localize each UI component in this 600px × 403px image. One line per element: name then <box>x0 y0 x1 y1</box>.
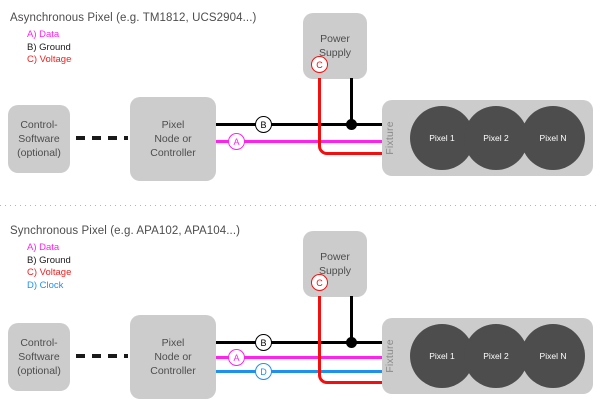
pixel-n: Pixel N <box>521 106 585 170</box>
control-software-sync-line-2: Software <box>18 351 60 363</box>
marker-data-a: A <box>228 133 245 150</box>
wire-voltage-elbow-sync <box>318 296 388 384</box>
fixture-box: Fixture Pixel 1 Pixel 2 Pixel N <box>382 100 593 176</box>
legend-item-clock-sync: D) Clock <box>27 279 64 291</box>
wire-voltage-elbow <box>318 78 388 155</box>
pixel-2: Pixel 2 <box>464 106 528 170</box>
legend-asynchronous: A) Data B) Ground C) Voltage <box>27 29 71 67</box>
section-divider <box>0 205 600 206</box>
power-supply-sync-line-2: Supply <box>318 265 352 277</box>
fixture-label: Fixture <box>383 121 396 155</box>
pixel-node-sync-line-2: Node or <box>154 351 192 363</box>
fixture-label-sync: Fixture <box>383 339 396 373</box>
marker-clock-d-sync: D <box>255 363 272 380</box>
legend-item-voltage: C) Voltage <box>27 54 72 66</box>
power-supply-line-1: Power <box>320 33 350 45</box>
ground-junction-dot <box>346 119 357 130</box>
wire-data-horizontal <box>216 140 386 143</box>
marker-voltage-c: C <box>311 56 328 73</box>
pixel-node-sync-line-1: Pixel <box>161 337 185 349</box>
section-asynchronous: Asynchronous Pixel (e.g. TM1812, UCS2904… <box>0 0 600 200</box>
pixel-node-box-sync: Pixel Node or Controller <box>130 315 216 399</box>
pixel-node-line-1: Pixel <box>161 119 185 131</box>
wire-ground-vertical <box>350 78 353 125</box>
pixel-node-box: Pixel Node or Controller <box>130 97 216 181</box>
pixel-1-sync: Pixel 1 <box>410 324 474 388</box>
wire-ground-vertical-sync <box>350 296 353 343</box>
control-software-box: Control- Software (optional) <box>8 105 70 173</box>
wire-ground-horizontal <box>216 123 386 126</box>
pixel-1: Pixel 1 <box>410 106 474 170</box>
marker-ground-b-sync: B <box>255 334 272 351</box>
pixel-node-line-2: Node or <box>154 133 192 145</box>
legend-item-ground: B) Ground <box>27 41 71 53</box>
power-supply-sync-line-1: Power <box>320 251 350 263</box>
control-software-sync-line-1: Control- <box>20 337 58 349</box>
wire-data-horizontal-sync <box>216 356 386 359</box>
legend-synchronous: A) Data B) Ground C) Voltage D) Clock <box>27 242 71 292</box>
control-software-sync-line-3: (optional) <box>17 365 61 377</box>
control-software-line-1: Control- <box>20 119 58 131</box>
pixel-2-sync: Pixel 2 <box>464 324 528 388</box>
control-to-node-dashed-link <box>76 136 128 140</box>
section-synchronous: Synchronous Pixel (e.g. APA102, APA104..… <box>0 213 600 403</box>
marker-data-a-sync: A <box>228 349 245 366</box>
control-software-line-3: (optional) <box>17 147 61 159</box>
section-title-asynchronous: Asynchronous Pixel (e.g. TM1812, UCS2904… <box>10 12 257 24</box>
legend-item-data-sync: A) Data <box>27 242 60 253</box>
control-software-box-sync: Control- Software (optional) <box>8 323 70 391</box>
legend-item-ground-sync: B) Ground <box>27 254 71 266</box>
pixel-node-sync-line-3: Controller <box>150 365 196 377</box>
section-title-synchronous: Synchronous Pixel (e.g. APA102, APA104..… <box>10 225 241 237</box>
marker-ground-b: B <box>255 116 272 133</box>
pixel-node-line-3: Controller <box>150 147 196 159</box>
wire-clock-horizontal-sync <box>216 370 386 373</box>
power-supply-line-2: Supply <box>318 47 352 59</box>
control-to-node-dashed-link-sync <box>76 354 128 358</box>
wire-ground-horizontal-sync <box>216 341 386 344</box>
legend-item-data: A) Data <box>27 29 60 40</box>
legend-item-voltage-sync: C) Voltage <box>27 267 72 279</box>
marker-voltage-c-sync: C <box>311 274 328 291</box>
fixture-box-sync: Fixture Pixel 1 Pixel 2 Pixel N <box>382 318 593 394</box>
pixel-n-sync: Pixel N <box>521 324 585 388</box>
ground-junction-dot-sync <box>346 337 357 348</box>
control-software-line-2: Software <box>18 133 60 145</box>
